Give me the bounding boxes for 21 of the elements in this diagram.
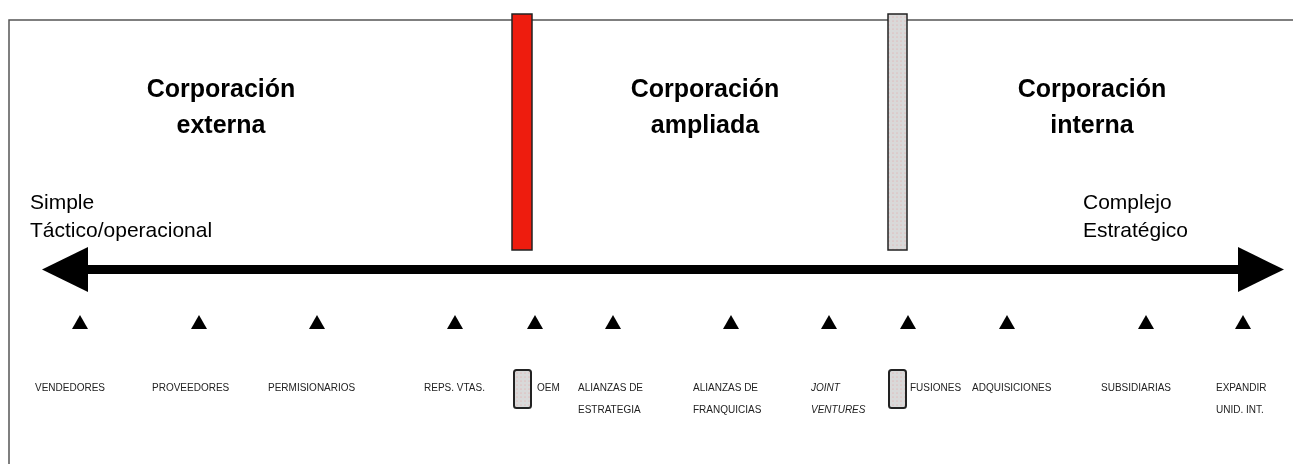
section-heading: Corporación ampliada	[629, 73, 781, 140]
item-label: ALIANZAS DE ESTRATEGIA	[578, 381, 645, 417]
item-label: ADQUISICIONES	[972, 381, 1052, 395]
divider-bar	[511, 13, 533, 251]
section-heading: Corporación externa	[145, 73, 297, 140]
item-label: FUSIONES	[910, 381, 962, 395]
scale-end-label: Complejo Estratégico	[1083, 189, 1190, 243]
item-label: PERMISIONARIOS	[268, 381, 356, 395]
item-label: OEM	[537, 381, 560, 395]
item-label: PROVEEDORES	[152, 381, 230, 395]
divider-bar	[887, 13, 908, 251]
item-label: REPS. VTAS.	[424, 381, 485, 395]
marker-box	[513, 369, 532, 409]
section-heading: Corporación interna	[1016, 73, 1168, 140]
item-label: SUBSIDIARIAS	[1101, 381, 1172, 395]
item-label: EXPANDIR UNID. INT.	[1216, 381, 1268, 417]
item-label: VENDEDORES	[35, 381, 105, 395]
marker-box	[888, 369, 907, 409]
item-label: ALIANZAS DE FRANQUICIAS	[693, 381, 763, 417]
item-label: JOINT VENTURES	[811, 381, 867, 417]
scale-end-label: Simple Táctico/operacional	[30, 189, 214, 243]
